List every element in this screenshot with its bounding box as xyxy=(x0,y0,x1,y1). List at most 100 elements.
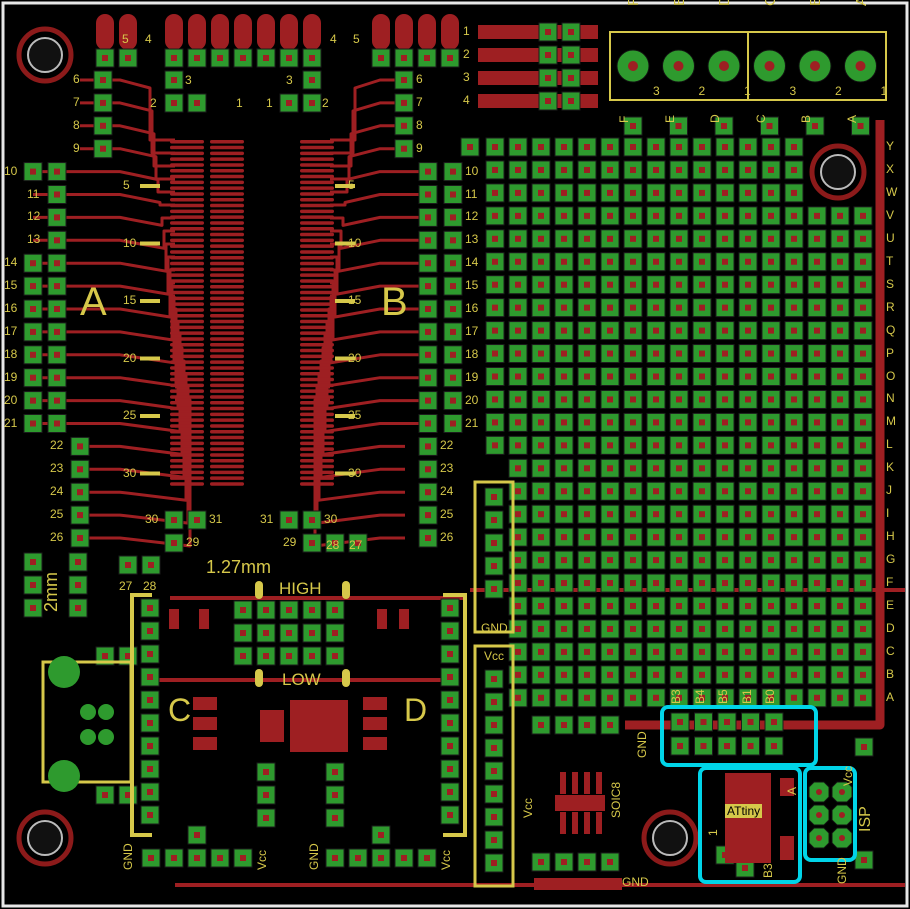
pad-drill xyxy=(538,396,544,403)
pad-drill xyxy=(538,648,544,655)
terminal-letter: D xyxy=(716,0,733,6)
terminal-sub-letter: D xyxy=(708,114,722,123)
pad-drill xyxy=(676,281,682,288)
pad-drill xyxy=(309,77,315,83)
pad-drill xyxy=(561,258,567,265)
pad-drill xyxy=(263,815,269,821)
soic-gnd-bar xyxy=(534,878,622,890)
pad-drill xyxy=(722,258,728,265)
pad-drill xyxy=(561,304,567,311)
pad-drill xyxy=(561,671,567,678)
pad-drill xyxy=(791,281,797,288)
pad-drill xyxy=(653,396,659,403)
attiny-cap-b xyxy=(780,836,794,860)
pad-drill xyxy=(607,235,613,242)
mark-number-left: 5 xyxy=(123,178,130,192)
fine-pitch-pad-right xyxy=(300,412,334,417)
left-pin-label: 11 xyxy=(27,186,40,201)
pad-drill xyxy=(515,235,521,242)
pad-drill xyxy=(699,534,705,541)
fine-pitch-pad-right xyxy=(300,441,334,446)
fine-pitch-pad-left-b xyxy=(210,389,244,393)
pad-drill xyxy=(607,722,613,728)
pad-drill xyxy=(263,792,269,798)
usb-shield-top xyxy=(48,656,80,688)
pad-drill xyxy=(217,55,223,61)
pad-drill xyxy=(814,212,820,219)
fine-pitch-pad-left-b xyxy=(210,314,244,318)
pad-drill xyxy=(699,258,705,265)
pad-drill xyxy=(424,855,430,861)
top-finger xyxy=(303,14,321,50)
fine-pitch-pad-left-b xyxy=(210,406,244,411)
fine-pitch-pad-right xyxy=(300,354,334,359)
fine-pitch-pad-left-b xyxy=(210,331,244,335)
left-pin-label: 23 xyxy=(50,461,64,476)
pad-drill xyxy=(102,792,108,798)
left-pin-label: 25 xyxy=(50,507,64,522)
attiny-pin1-label: 1 xyxy=(706,829,720,836)
pad-drill xyxy=(538,144,544,150)
pad-drill xyxy=(676,557,682,564)
isp-vcc-label: Vcc xyxy=(841,765,855,786)
pad-drill xyxy=(653,327,659,334)
pad-drill xyxy=(584,580,590,587)
pad-drill xyxy=(791,350,797,357)
pad-drill xyxy=(538,304,544,311)
isp-highlight xyxy=(803,766,857,862)
fine-pitch-pad-left-b xyxy=(210,180,244,185)
pad-drill xyxy=(515,557,521,564)
pad-drill xyxy=(515,144,521,150)
fine-pitch-pad-right xyxy=(300,145,334,150)
pad-drill xyxy=(171,77,177,83)
bottom-label-r31: 31 xyxy=(260,512,274,526)
pad-drill xyxy=(860,603,866,609)
bottom-label-30: 30 xyxy=(145,512,159,526)
pad-drill xyxy=(607,350,613,357)
usb-pin xyxy=(98,729,114,745)
fine-pitch-pad-left xyxy=(170,401,204,405)
pad-drill xyxy=(814,534,820,541)
pad-drill xyxy=(699,511,705,518)
pad-drill xyxy=(401,122,407,129)
pad-drill xyxy=(561,281,567,288)
pad-drill xyxy=(584,488,590,495)
pad-drill xyxy=(814,419,820,426)
pad-drill xyxy=(561,419,567,426)
pad-drill xyxy=(584,350,590,357)
pad-drill xyxy=(607,534,613,541)
high-label: HIGH xyxy=(279,579,322,598)
fine-pitch-pad-left-b xyxy=(210,412,244,417)
pad-drill xyxy=(722,694,728,701)
terminal-letter: A xyxy=(852,0,870,6)
soic-body xyxy=(555,795,605,811)
soic-pin-top xyxy=(584,772,590,794)
top-label-right-5: 5 xyxy=(353,32,360,46)
pad-drill xyxy=(745,350,751,357)
mark-number-right: 15 xyxy=(348,293,362,307)
inner-label-right-1: 1 xyxy=(266,96,273,110)
pad-drill xyxy=(722,603,728,609)
pad-drill xyxy=(745,625,751,632)
left-pin-label: 10 xyxy=(4,163,18,178)
section-label-c: C xyxy=(168,692,192,728)
pad-drill xyxy=(699,580,705,587)
pad-drill xyxy=(332,855,338,861)
left-pin-label: 21 xyxy=(4,415,18,430)
pad-drill xyxy=(147,789,153,795)
pad-drill xyxy=(332,607,338,613)
vcc-label-left: Vcc xyxy=(255,849,269,870)
fine-pitch-pad-left xyxy=(170,418,204,422)
soic-pin-top xyxy=(560,772,566,794)
pad-drill xyxy=(860,671,866,678)
pad-drill xyxy=(75,582,81,588)
fanout-trace-left xyxy=(33,193,175,207)
pad-drill xyxy=(447,720,453,726)
pad-drill xyxy=(491,860,497,866)
pad-drill xyxy=(700,719,707,725)
pad-drill xyxy=(791,648,797,655)
pad-drill xyxy=(425,328,431,335)
pad-drill xyxy=(814,625,820,632)
bottom-label-29: 29 xyxy=(186,535,200,549)
